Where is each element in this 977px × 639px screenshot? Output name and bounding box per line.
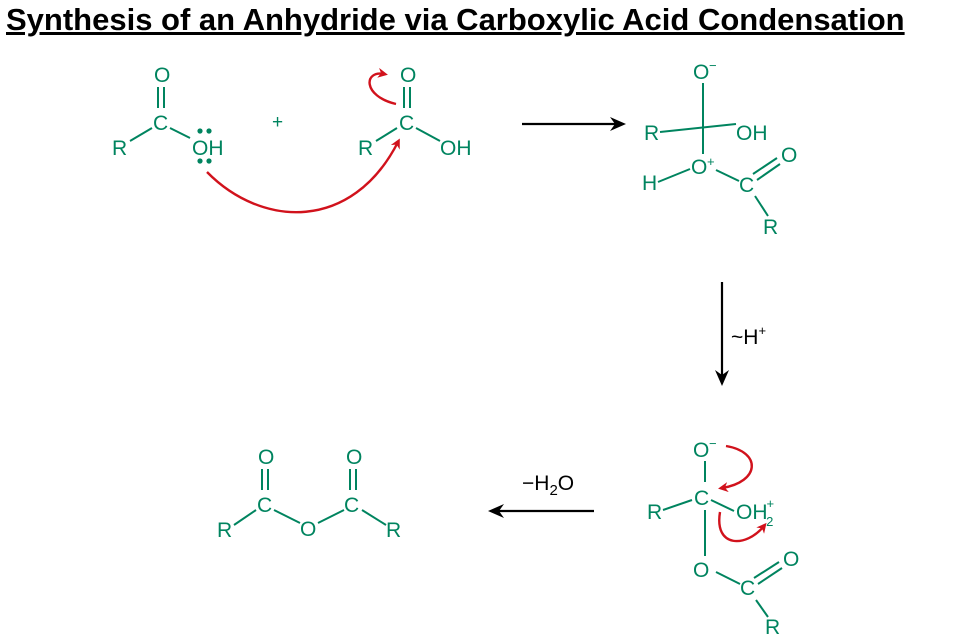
bond [317,509,345,524]
atom-o: O [693,439,709,462]
atom-oh: OH [440,137,472,160]
bond [754,195,769,217]
atom-o: O [693,559,709,582]
atom-o-bridge: O [300,518,316,541]
plus-sign: + [272,112,283,133]
atom-o: O [781,144,797,167]
double-bond [752,157,778,175]
bond [657,168,691,183]
atom-c: C [740,577,755,600]
double-bond [753,561,780,579]
atom-c: C [399,112,414,135]
atom-r: R [217,519,232,542]
pi-bond-electron-arrow [368,67,397,106]
double-bond [757,567,783,585]
water-loss-label: −H2O [522,472,574,499]
bond [129,127,153,142]
double-bond [756,163,781,181]
atom-o: O [258,446,274,469]
atom-r: R [358,137,373,160]
anhydride-product: O C R O C O R [217,446,401,542]
page-title: Synthesis of an Anhydride via Carboxylic… [6,2,905,37]
lone-pair-dot [197,128,203,134]
atom-o: O [693,61,709,84]
atom-oh: OH [736,122,768,145]
proton-transfer-label: ~H+ [731,323,766,349]
bond [361,509,387,526]
bond [710,499,735,512]
alkoxide-reform-arrow [718,444,753,492]
atom-o-plus: O [691,156,707,179]
bond [715,571,741,585]
lone-pair-dot [206,128,212,134]
atom-c: C [694,487,709,510]
bond [715,169,740,182]
carboxylic-acid-1: O C R OH [112,64,224,164]
negative-charge: − [709,436,717,451]
atom-c: C [739,174,754,197]
tetrahedral-intermediate-1: O − R OH O + H C O R [642,58,797,239]
positive-charge: + [707,154,715,169]
tetrahedral-intermediate-2: O − C R OH+2 O C O R [647,436,799,639]
lone-pair-dot [206,158,212,164]
nucleophilic-attack-arrow [206,138,400,214]
bond [659,123,737,133]
bond [662,499,693,511]
bond [169,127,191,139]
atom-r: R [644,122,659,145]
atom-o: O [346,446,362,469]
atom-o: O [783,548,799,571]
bond [375,127,398,142]
bond [755,599,769,618]
atom-oh: OH [192,137,224,160]
leaving-group-arrow [718,511,767,543]
atom-o: O [400,64,416,87]
atom-c: C [344,494,359,517]
bond [233,509,257,526]
negative-charge: − [709,58,717,73]
bond [273,509,301,524]
carboxylic-acid-2: O C R OH [358,64,472,160]
atom-r: R [647,501,662,524]
atom-r: R [765,616,780,639]
atom-c: C [153,112,168,135]
atom-o: O [154,64,170,87]
atom-c: C [257,494,272,517]
atom-oh2: OH+2 [736,496,774,529]
lone-pair-dot [197,158,203,164]
bond [415,127,441,142]
atom-r: R [386,519,401,542]
atom-r: R [112,137,127,160]
atom-r: R [763,216,778,239]
atom-h: H [642,172,657,195]
